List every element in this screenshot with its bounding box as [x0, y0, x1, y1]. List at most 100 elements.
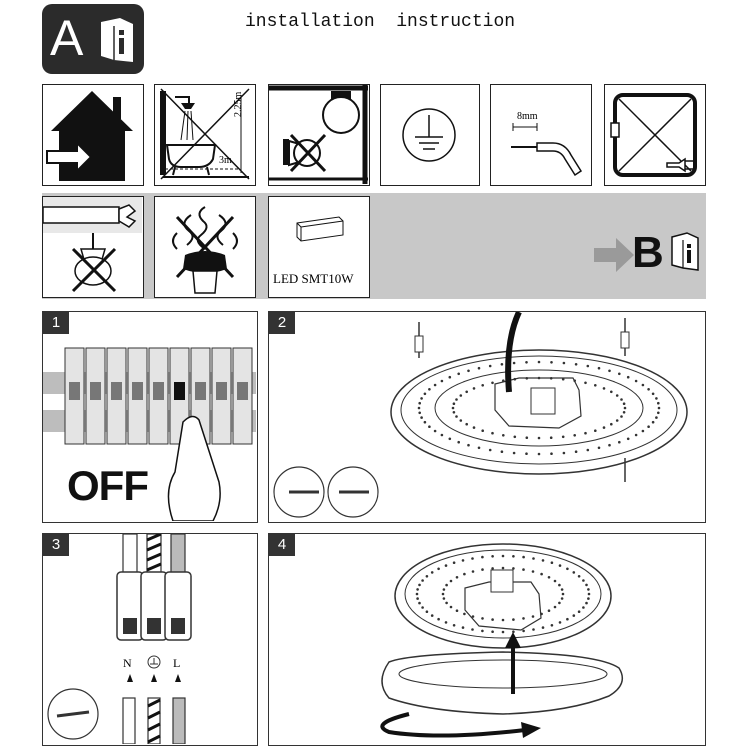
badge-letter: A [50, 10, 84, 66]
led-dot [522, 617, 525, 620]
led-dot [467, 369, 470, 373]
led-dot [502, 434, 505, 437]
led-dot [561, 377, 565, 381]
led-dot [501, 566, 505, 570]
led-module-symbol: LED SMT10W [268, 196, 370, 298]
led-dot [448, 375, 452, 379]
led-dot [620, 398, 623, 401]
led-dot [465, 390, 468, 394]
led-dot [582, 579, 585, 582]
led-dot [626, 437, 630, 441]
led-dot [550, 561, 554, 564]
led-dot [425, 610, 429, 613]
strip-length-label: 8mm [517, 111, 538, 122]
cover-attach-illustration [380, 543, 624, 738]
no-pipe-mount-symbol [42, 196, 144, 298]
led-dot [481, 555, 484, 559]
height-measure-label: 2.25m [233, 91, 244, 117]
led-dot [472, 426, 476, 429]
led-dot [416, 588, 419, 591]
led-dot [501, 554, 505, 558]
neutral-label: N [123, 656, 132, 670]
led-dot [418, 601, 421, 605]
led-dot [560, 597, 564, 600]
led-dot [457, 440, 460, 444]
led-dot [574, 363, 578, 366]
led-dot [585, 601, 588, 605]
no-covered-lamp-symbol [268, 84, 370, 186]
led-dot [463, 572, 466, 576]
led-dot [428, 388, 431, 391]
led-dot [491, 567, 494, 570]
led-dot [615, 394, 619, 397]
led-dot [512, 618, 515, 621]
led-dot [566, 567, 569, 571]
led-dot [467, 443, 470, 447]
led-dot [573, 379, 576, 382]
led-dot [512, 451, 516, 455]
led-dot [562, 451, 566, 455]
led-dot [641, 383, 645, 387]
led-dot [547, 576, 551, 579]
breaker-switch [153, 382, 164, 400]
book-info-icon [98, 16, 136, 64]
led-dot [651, 392, 655, 396]
led-dot [525, 377, 529, 380]
step-1-panel: 1 OFF [42, 311, 258, 523]
led-dot [449, 605, 453, 609]
led-dot [586, 448, 590, 452]
led-dot [623, 406, 627, 410]
led-dot [577, 575, 581, 578]
led-dot [459, 419, 463, 422]
next-manual-letter: B [632, 228, 664, 277]
led-dot [420, 416, 423, 419]
led-dot [425, 575, 429, 578]
led-dot [522, 629, 525, 633]
led-dot [549, 436, 553, 439]
led-dot [560, 588, 564, 591]
led-dot [433, 383, 437, 387]
book-info-icon [670, 232, 700, 272]
led-dot [452, 411, 456, 414]
led-dot [449, 579, 453, 583]
led-dot [502, 379, 505, 382]
led-dot [618, 440, 621, 444]
led-dot [440, 379, 444, 383]
led-dot [463, 612, 466, 616]
breaker-switch [111, 382, 122, 400]
led-dot [608, 443, 611, 447]
led-dot [461, 559, 465, 562]
led-dot [423, 392, 427, 396]
led-dot [615, 419, 619, 422]
breaker-switch [132, 382, 143, 400]
led-dot [525, 436, 529, 439]
unplug-symbol [604, 84, 706, 186]
led-dot [522, 555, 525, 559]
led-dot [641, 429, 645, 433]
led-dot [655, 416, 658, 419]
manual-badge-a: A [42, 4, 144, 74]
led-dot [455, 609, 459, 612]
led-dot [550, 624, 554, 627]
led-dot [531, 615, 535, 618]
led-dot [620, 415, 623, 418]
led-dot [481, 429, 484, 432]
led-dot [430, 571, 434, 574]
led-dot [477, 366, 481, 370]
led-dot [549, 377, 553, 380]
led-dot [585, 583, 588, 587]
led-dot [416, 597, 419, 600]
led-dot [651, 420, 655, 424]
led-dot [532, 628, 535, 631]
base-mounting-illustration [273, 312, 688, 518]
led-dot [430, 614, 434, 617]
led-dot [444, 564, 448, 567]
led-dot [477, 446, 481, 450]
led-dot [471, 628, 474, 631]
led-dot [501, 630, 505, 634]
led-dot [562, 361, 566, 365]
led-dot [442, 597, 446, 600]
wire-strip-symbol: 8mm [490, 84, 592, 186]
width-measure-label: 3m [219, 155, 232, 166]
led-dot [561, 592, 565, 596]
